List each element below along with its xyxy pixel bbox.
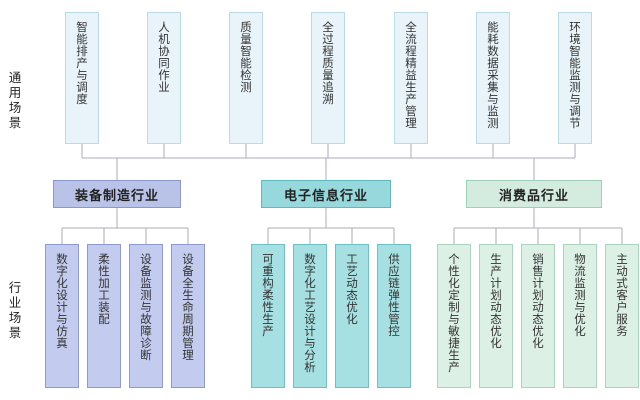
- industry-consumer-goods: 消费品行业: [466, 180, 602, 208]
- industry-app-text: 设备全生命周期管理: [181, 253, 196, 361]
- general-scenario-5: 全流程精益生产管理: [394, 12, 428, 144]
- general-scenarios-label: 通用场景: [8, 70, 22, 130]
- industry-app-consumer-2: 生产计划动态优化: [479, 244, 513, 388]
- industry-app-text: 个性化定制与敏捷生产: [447, 253, 462, 373]
- industry-app-text: 数字化工艺设计与分析: [303, 253, 318, 373]
- industry-app-text: 主动式客户服务: [615, 253, 630, 337]
- industry-app-electronic-2: 数字化工艺设计与分析: [293, 244, 327, 388]
- general-scenario-2: 人机协同作业: [147, 12, 181, 144]
- general-scenario-text: 全流程精益生产管理: [404, 21, 419, 129]
- general-scenario-text: 环境智能监测与调节: [568, 21, 583, 129]
- industry-app-text: 销售计划动态优化: [531, 253, 546, 349]
- industry-app-text: 生产计划动态优化: [489, 253, 504, 349]
- general-scenario-1: 智能排产与调度: [65, 12, 99, 144]
- general-scenario-text: 全过程质量追溯: [321, 21, 336, 105]
- general-scenario-text: 智能排产与调度: [75, 21, 90, 105]
- industry-app-text: 工艺动态优化: [345, 253, 360, 325]
- industry-app-text: 物流监测与优化: [573, 253, 588, 337]
- industry-scenarios-label: 行业场景: [8, 280, 22, 340]
- industry-app-equipment-3: 设备监测与故障诊断: [129, 244, 163, 388]
- general-scenario-3: 质量智能检测: [229, 12, 263, 144]
- industry-app-text: 设备监测与故障诊断: [139, 253, 154, 361]
- general-scenario-text: 质量智能检测: [239, 21, 254, 93]
- industry-app-equipment-1: 数字化设计与仿真: [45, 244, 79, 388]
- industry-app-text: 供应链弹性管控: [387, 253, 402, 337]
- general-scenario-text: 能耗数据采集与监测: [486, 21, 501, 129]
- industry-app-consumer-3: 销售计划动态优化: [521, 244, 555, 388]
- industry-equipment-manufacturing: 装备制造行业: [53, 180, 181, 208]
- industry-app-text: 柔性加工装配: [97, 253, 112, 325]
- industry-app-electronic-4: 供应链弹性管控: [377, 244, 411, 388]
- industry-app-equipment-2: 柔性加工装配: [87, 244, 121, 388]
- industry-app-consumer-1: 个性化定制与敏捷生产: [437, 244, 471, 388]
- industry-app-consumer-5: 主动式客户服务: [605, 244, 639, 388]
- general-scenario-6: 能耗数据采集与监测: [476, 12, 510, 144]
- general-scenario-4: 全过程质量追溯: [311, 12, 345, 144]
- general-scenario-text: 人机协同作业: [157, 21, 172, 93]
- industry-app-text: 可重构柔性生产: [261, 253, 276, 337]
- industry-app-electronic-1: 可重构柔性生产: [251, 244, 285, 388]
- industry-app-equipment-4: 设备全生命周期管理: [171, 244, 205, 388]
- industry-app-electronic-3: 工艺动态优化: [335, 244, 369, 388]
- industry-app-consumer-4: 物流监测与优化: [563, 244, 597, 388]
- industry-electronic-information: 电子信息行业: [261, 180, 391, 208]
- general-scenario-7: 环境智能监测与调节: [558, 12, 592, 144]
- industry-app-text: 数字化设计与仿真: [55, 253, 70, 349]
